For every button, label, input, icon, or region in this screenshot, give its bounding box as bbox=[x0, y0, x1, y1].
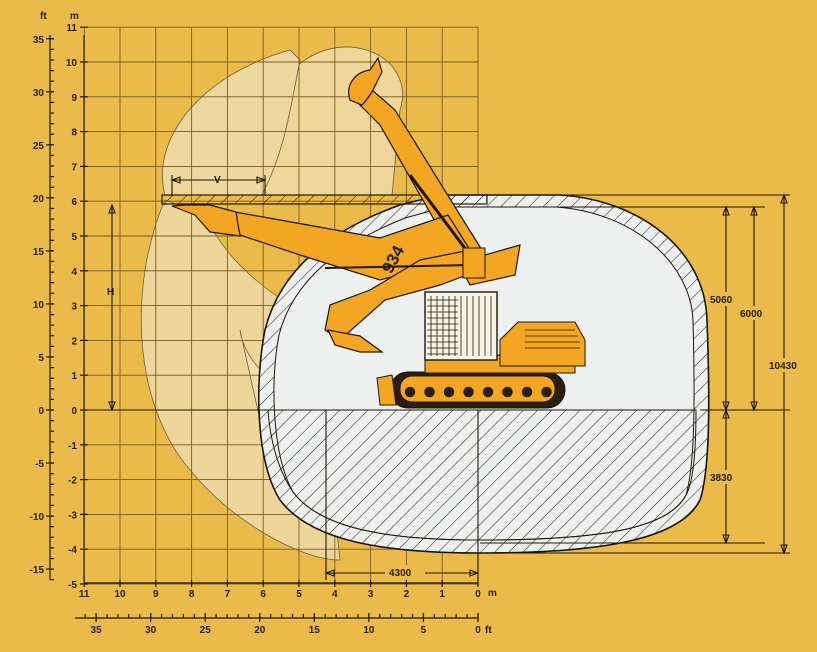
m-tick-label: 10 bbox=[66, 58, 78, 69]
m-unit-bottom: m bbox=[488, 588, 497, 599]
raised-stick bbox=[348, 56, 383, 106]
crawler-frame bbox=[399, 375, 556, 403]
m-tick-label: -2 bbox=[68, 476, 77, 487]
v-label: V bbox=[214, 175, 221, 186]
m-tick-label: 7 bbox=[71, 162, 77, 173]
ft-bottom-label: 5 bbox=[421, 625, 427, 636]
m-bottom-label: 10 bbox=[114, 589, 126, 600]
left-axis bbox=[46, 26, 88, 585]
h-label: H bbox=[107, 287, 114, 298]
m-unit-left: m bbox=[70, 11, 79, 22]
h-dimension bbox=[84, 203, 480, 412]
ft-tick-label: 15 bbox=[33, 247, 45, 258]
dim-4300: 4300 bbox=[389, 568, 412, 579]
m-tick-label: 8 bbox=[71, 128, 77, 139]
ft-bottom-label: 15 bbox=[309, 625, 321, 636]
m-tick-label: 5 bbox=[71, 232, 77, 243]
m-bottom-label: 0 bbox=[475, 589, 481, 600]
track-roller bbox=[539, 385, 554, 399]
ft-unit-left: ft bbox=[40, 11, 47, 22]
dim-3830: 3830 bbox=[710, 473, 733, 484]
m-tick-label: 4 bbox=[71, 267, 77, 278]
m-tick-label: 11 bbox=[66, 23, 77, 34]
dim-5060: 5060 bbox=[710, 295, 733, 306]
ft-unit-bottom: ft bbox=[485, 625, 492, 636]
ft-bottom-label: 10 bbox=[363, 625, 375, 636]
track-roller bbox=[403, 385, 417, 399]
ft-tick-label: 5 bbox=[38, 353, 44, 364]
excavator: 934 bbox=[171, 56, 586, 409]
ft-tick-label: 10 bbox=[33, 300, 45, 311]
m-tick-label: 6 bbox=[71, 197, 77, 208]
m-bottom-label: 9 bbox=[153, 589, 159, 600]
track-roller bbox=[461, 385, 476, 399]
m-tick-label: -4 bbox=[68, 545, 77, 556]
track-roller bbox=[422, 385, 437, 399]
ft-bottom-label: 35 bbox=[91, 625, 103, 636]
forward-bucket bbox=[171, 204, 241, 237]
track-roller bbox=[520, 385, 534, 399]
ft-tick-label: 35 bbox=[33, 35, 45, 46]
track-roller bbox=[481, 385, 495, 399]
ft-tick-label: 25 bbox=[33, 141, 45, 152]
ft-bottom-label: 20 bbox=[254, 625, 266, 636]
m-tick-label: -5 bbox=[68, 580, 77, 591]
m-tick-label: 9 bbox=[71, 93, 77, 104]
m-bottom-label: 7 bbox=[225, 589, 231, 600]
m-bottom-label: 2 bbox=[404, 589, 410, 600]
m-bottom-label: 6 bbox=[260, 589, 266, 600]
ft-tick-label: 0 bbox=[38, 406, 44, 417]
dim-6000: 6000 bbox=[740, 309, 763, 320]
m-tick-label: 0 bbox=[71, 406, 77, 417]
m-bottom-label: 8 bbox=[189, 589, 195, 600]
ft-tick-label: 20 bbox=[33, 194, 45, 205]
cab-guard bbox=[427, 296, 492, 356]
m-tick-label: 2 bbox=[71, 336, 77, 347]
width-dimension bbox=[324, 410, 480, 583]
ft-tick-label: -10 bbox=[30, 512, 45, 523]
m-tick-label: 1 bbox=[71, 371, 77, 382]
left-axis-labels: 11109876543210-1-2-3-4-535302520151050-5… bbox=[30, 23, 78, 591]
reach-envelope-outer bbox=[161, 49, 301, 196]
m-tick-label: -3 bbox=[68, 510, 77, 521]
ft-tick-label: 30 bbox=[33, 88, 45, 99]
ft-tick-label: -5 bbox=[35, 459, 44, 470]
roof-slab bbox=[161, 194, 488, 205]
v-dimension bbox=[170, 175, 267, 196]
right-dimensions bbox=[480, 193, 790, 555]
m-bottom-label: 1 bbox=[439, 589, 445, 600]
m-bottom-label: 11 bbox=[79, 589, 90, 600]
m-tick-label: 3 bbox=[71, 302, 77, 313]
dim-10430: 10430 bbox=[769, 361, 797, 372]
m-bottom-label: 4 bbox=[332, 589, 338, 600]
track-roller bbox=[500, 385, 515, 399]
track-roller bbox=[442, 385, 456, 399]
engine-hood bbox=[499, 321, 586, 367]
m-bottom-label: 5 bbox=[296, 589, 302, 600]
dozer-blade bbox=[376, 374, 397, 406]
tunnel-invert bbox=[267, 409, 697, 541]
m-tick-label: -1 bbox=[68, 441, 77, 452]
m-bottom-label: 3 bbox=[368, 589, 374, 600]
ft-bottom-label: 0 bbox=[475, 625, 481, 636]
bottom-axis bbox=[75, 580, 479, 622]
lowered-bucket bbox=[326, 329, 384, 353]
track-rollers bbox=[403, 385, 554, 399]
ft-tick-label: -15 bbox=[30, 565, 45, 576]
ft-bottom-label: 25 bbox=[200, 625, 212, 636]
raised-boom bbox=[348, 89, 521, 286]
ft-bottom-label: 30 bbox=[145, 625, 157, 636]
